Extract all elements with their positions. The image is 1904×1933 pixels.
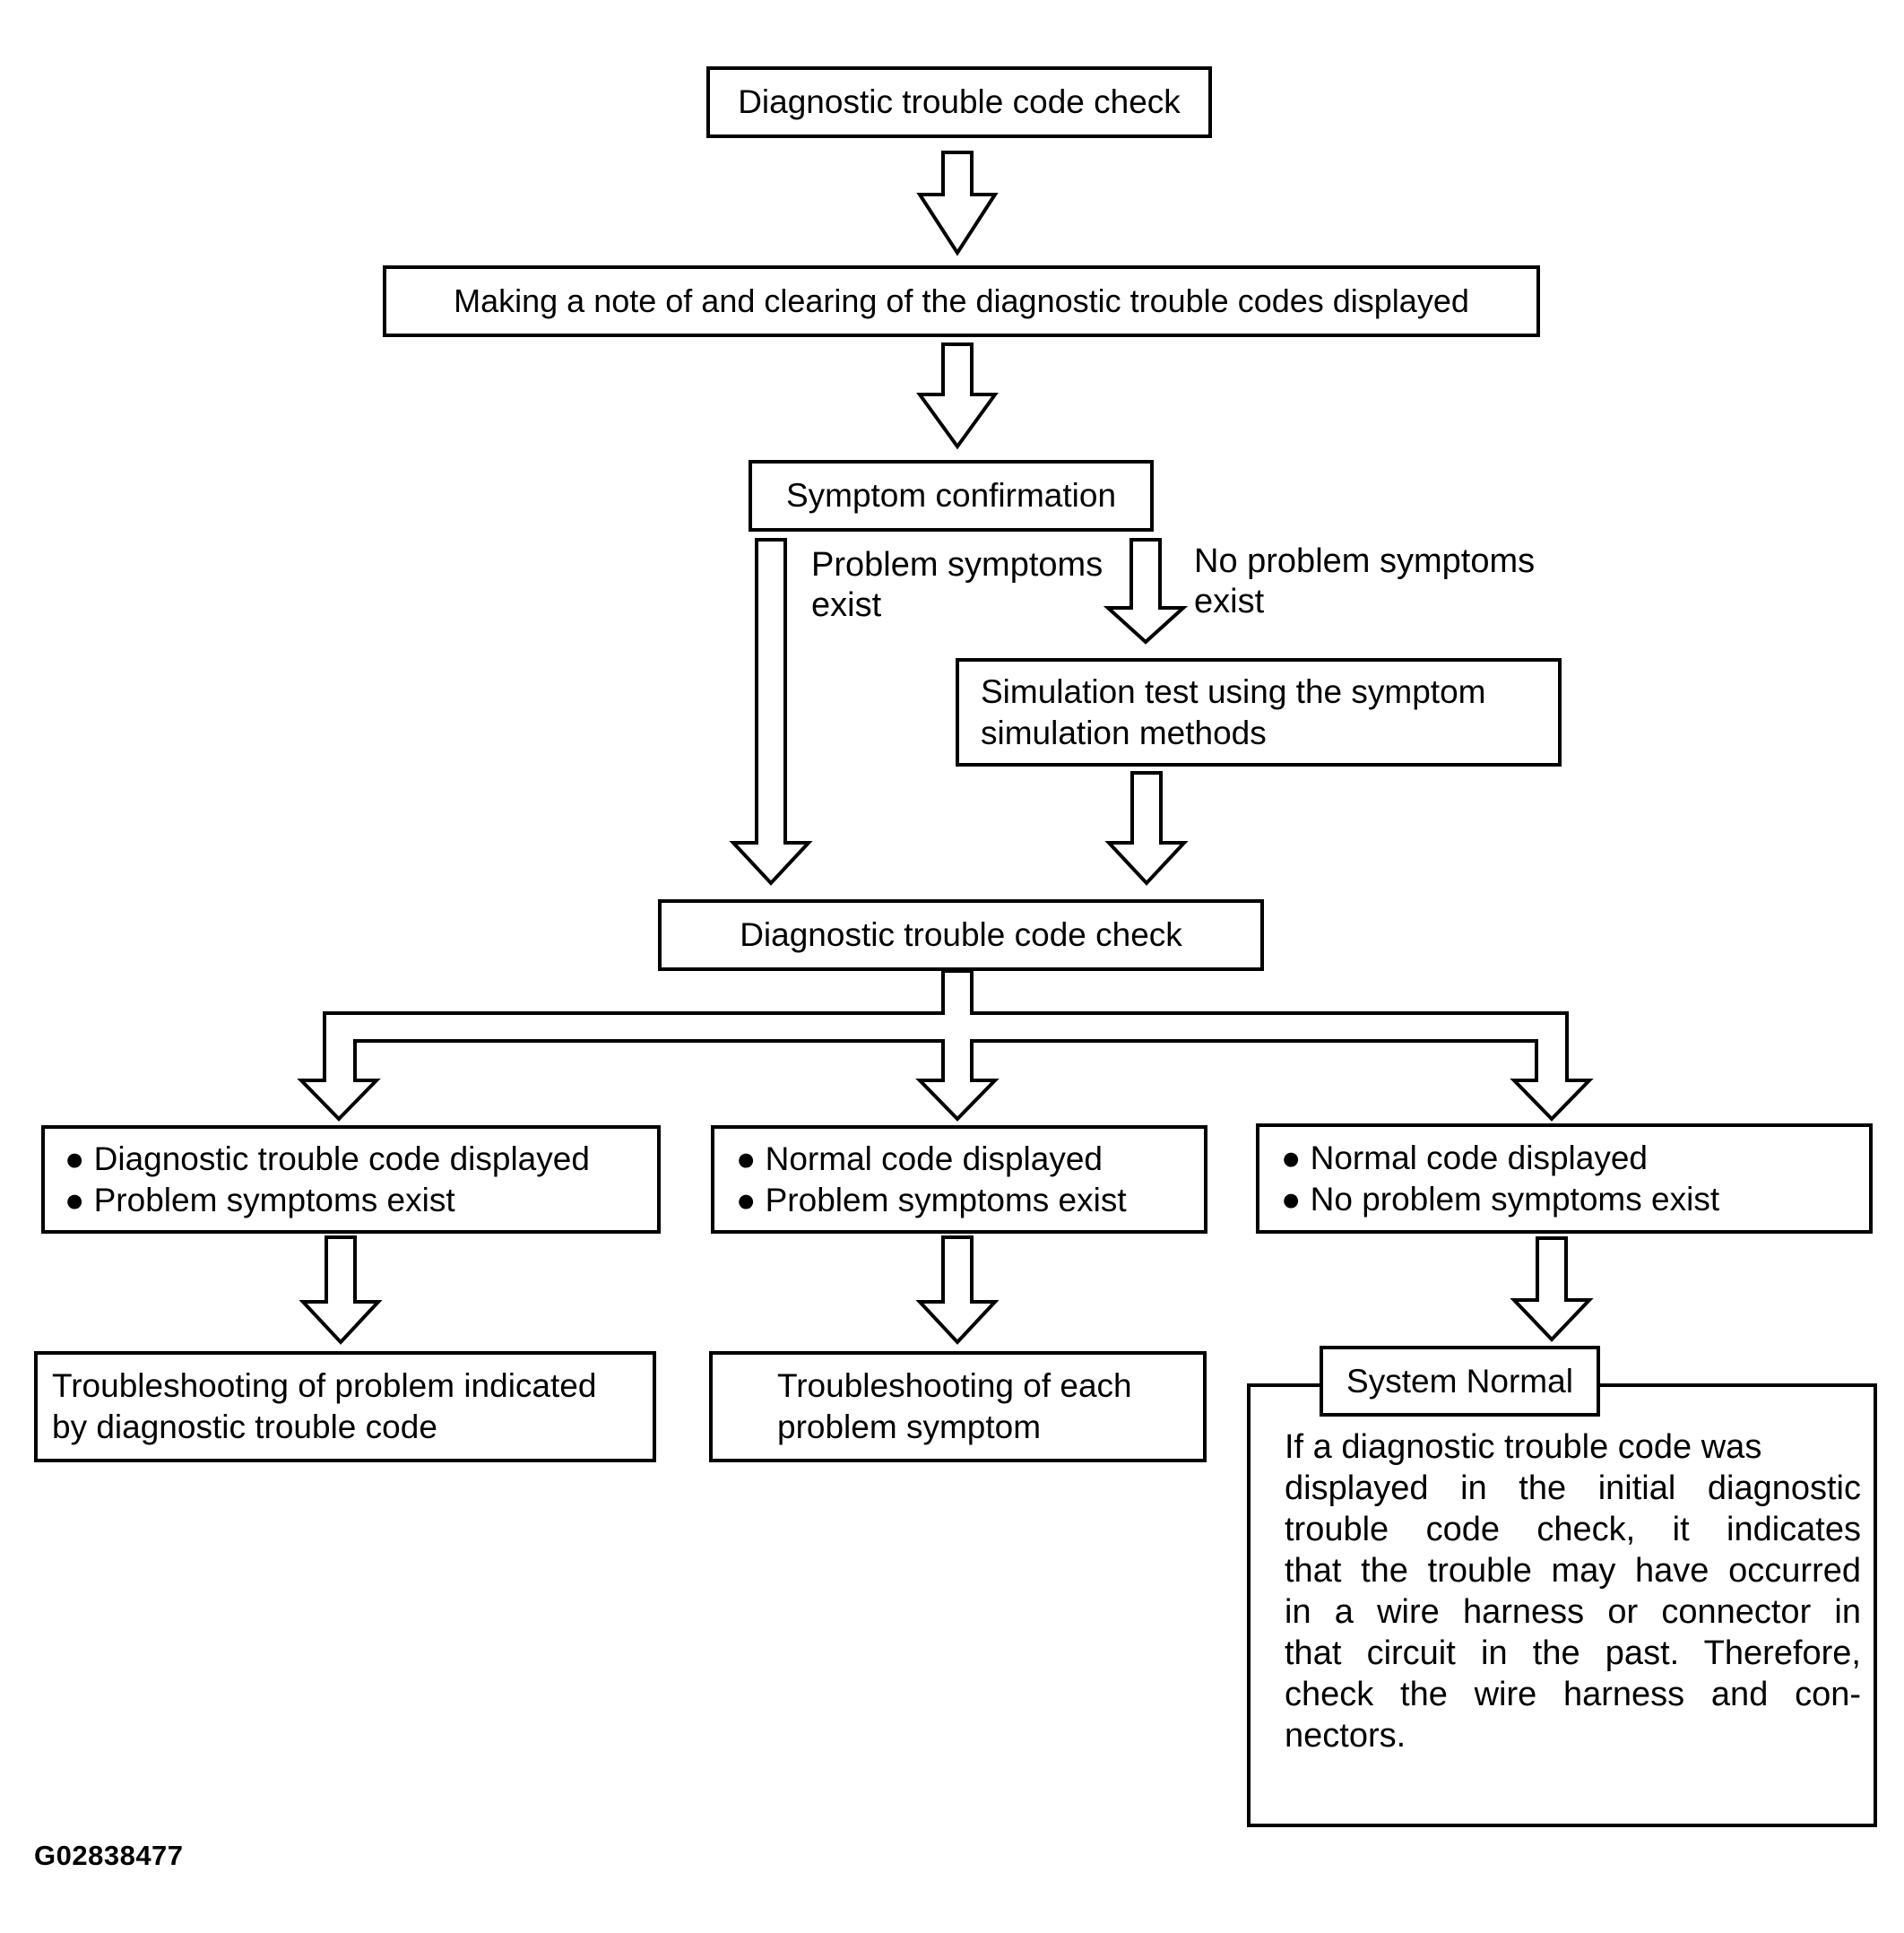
note-line: displayed in the initial diagnostic bbox=[1285, 1469, 1861, 1507]
bullet-item: ● Normal code displayed bbox=[1281, 1139, 1648, 1176]
bullet-item: ● Problem symptoms exist bbox=[65, 1181, 455, 1218]
node-system-normal-note: If a diagnostic trouble code was display… bbox=[1247, 1383, 1877, 1827]
note-line: trouble code check, it indicates bbox=[1285, 1511, 1861, 1548]
node-label-line: Simulation test using the symptom bbox=[981, 672, 1486, 710]
note-line: check the wire harness and con- bbox=[1285, 1676, 1861, 1713]
node-label-line: problem symptom bbox=[777, 1409, 1042, 1445]
note-line: that the trouble may have occurred bbox=[1285, 1552, 1861, 1590]
bullet-item: ● Problem symptoms exist bbox=[736, 1181, 1127, 1218]
bullet-item: ● Diagnostic trouble code displayed bbox=[65, 1140, 590, 1177]
node-label: Diagnostic trouble code check bbox=[740, 916, 1182, 953]
system-normal-note-text: If a diagnostic trouble code was display… bbox=[1285, 1426, 1861, 1756]
note-line: in a wire harness or connector in bbox=[1285, 1593, 1861, 1631]
node-label: Symptom confirmation bbox=[785, 477, 1117, 514]
branch-label-line: exist bbox=[811, 586, 882, 624]
bullet-item: ● Normal code displayed bbox=[736, 1140, 1103, 1177]
figure-id: G02838477 bbox=[34, 1840, 184, 1871]
node-label: Making a note of and clearing of the dia… bbox=[454, 282, 1469, 319]
node-troubleshoot-by-code: Troubleshooting of problem indicated by … bbox=[34, 1351, 656, 1462]
node-label-line: by diagnostic trouble code bbox=[52, 1409, 437, 1445]
node-label-line: Troubleshooting of each bbox=[777, 1367, 1132, 1404]
node-label-line: Troubleshooting of problem indicated bbox=[52, 1367, 597, 1404]
note-line: that circuit in the past. Therefore, bbox=[1285, 1634, 1861, 1672]
branch-label-no-problem-symptoms-exist: No problem symptoms exist bbox=[1194, 542, 1535, 622]
note-line: If a diagnostic trouble code was bbox=[1285, 1428, 1762, 1466]
flow-arrow-down-icon bbox=[1104, 771, 1189, 886]
node-label: System Normal bbox=[1346, 1362, 1573, 1400]
flow-arrow-down-icon bbox=[916, 151, 999, 256]
flow-arrow-down-icon bbox=[916, 342, 999, 450]
node-simulation-test: Simulation test using the symptom simula… bbox=[956, 658, 1562, 767]
node-label-line: simulation methods bbox=[981, 714, 1267, 751]
node-dtc-check-1: Diagnostic trouble code check bbox=[706, 66, 1212, 138]
branch-label-line: exist bbox=[1194, 583, 1265, 620]
node-label: Diagnostic trouble code check bbox=[738, 83, 1181, 120]
node-symptom-confirmation: Symptom confirmation bbox=[749, 460, 1154, 532]
flow-arrow-down-icon bbox=[1103, 538, 1189, 645]
node-troubleshoot-each-symptom: Troubleshooting of each problem symptom bbox=[709, 1351, 1207, 1462]
branch-label-problem-symptoms-exist: Problem symptoms exist bbox=[811, 545, 1103, 626]
bullet-item: ● No problem symptoms exist bbox=[1281, 1180, 1720, 1218]
flow-branch-connector bbox=[297, 969, 1594, 1122]
flow-arrow-down-icon bbox=[915, 1235, 1000, 1345]
node-dtc-check-2: Diagnostic trouble code check bbox=[658, 899, 1264, 971]
node-outcome-middle: ● Normal code displayed ● Problem sympto… bbox=[711, 1125, 1207, 1234]
flow-arrow-down-icon bbox=[299, 1235, 383, 1345]
note-line: nectors. bbox=[1285, 1717, 1406, 1755]
node-system-normal-title: System Normal bbox=[1320, 1346, 1600, 1417]
branch-label-line: Problem symptoms bbox=[811, 546, 1103, 584]
node-outcome-right: ● Normal code displayed ● No problem sym… bbox=[1256, 1123, 1873, 1234]
flow-arrow-down-icon bbox=[1510, 1236, 1594, 1342]
node-outcome-left: ● Diagnostic trouble code displayed ● Pr… bbox=[41, 1125, 661, 1234]
flow-arrow-down-long-icon bbox=[729, 538, 813, 886]
branch-label-line: No problem symptoms bbox=[1194, 542, 1536, 580]
node-note-and-clear: Making a note of and clearing of the dia… bbox=[383, 265, 1540, 337]
